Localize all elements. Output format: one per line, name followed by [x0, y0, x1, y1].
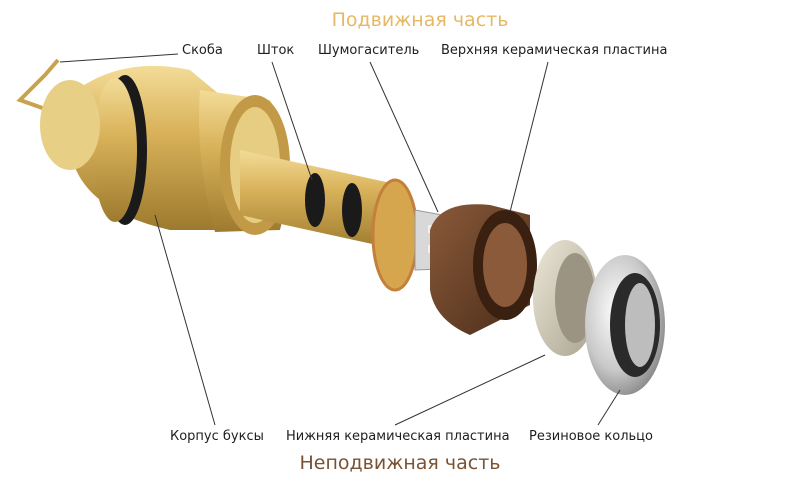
label-rubber-ring: Резиновое кольцо — [529, 429, 653, 444]
leader-silencer — [369, 61, 439, 213]
leader-stem — [271, 61, 313, 181]
lower-ceramic-plate-shape — [533, 240, 597, 356]
leader-bracket — [59, 53, 179, 63]
label-lower-ceramic-plate: Нижняя керамическая пластина — [286, 429, 510, 444]
label-silencer: Шумогаситель — [318, 43, 420, 58]
leader-lower-plate — [394, 354, 546, 426]
label-cartridge-body: Корпус буксы — [170, 429, 264, 444]
leader-ring — [597, 389, 621, 426]
leader-upper-plate — [509, 61, 549, 213]
label-upper-ceramic-plate: Верхняя керамическая пластина — [441, 43, 668, 58]
upper-ceramic-plate-shape — [430, 204, 537, 335]
rubber-ring-shape — [585, 255, 665, 395]
moving-part-title: Подвижная часть — [331, 9, 509, 31]
fixed-part-title: Неподвижная часть — [299, 452, 501, 474]
stem-shape — [240, 150, 419, 292]
leader-body — [154, 214, 216, 426]
label-bracket: Скоба — [182, 43, 223, 58]
label-stem: Шток — [257, 43, 295, 58]
leader-lines — [59, 53, 621, 426]
